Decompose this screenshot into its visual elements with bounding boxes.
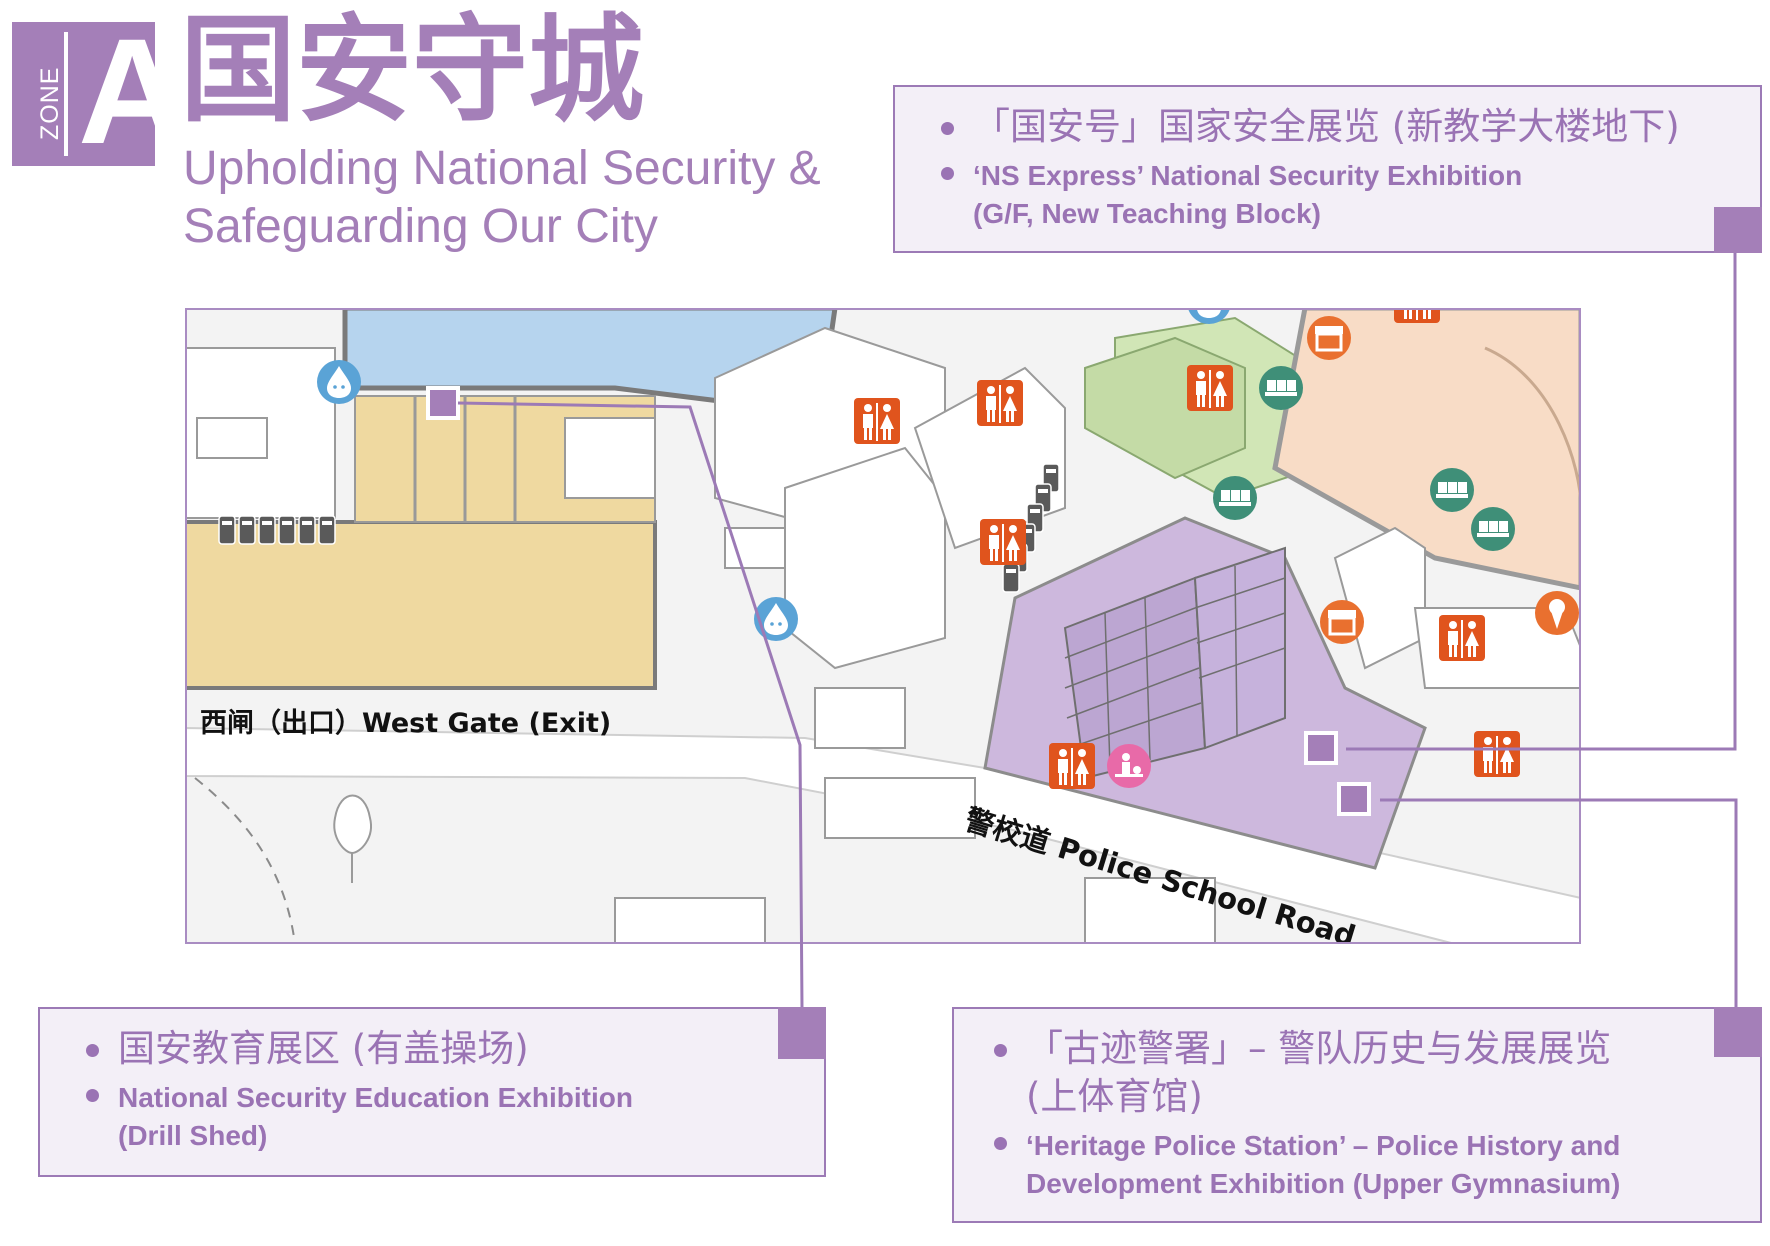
callout-heritage-zh-line1: 「古迹警署」– 警队历史与发展展览 (1026, 1027, 1612, 1070)
zone-title-en-line2: Safeguarding Our City (183, 200, 658, 253)
callout-ns-express-zh: 「国安号」国家安全展览 (新教学大楼地下) (937, 103, 1740, 151)
zone-word: ZONE (36, 66, 64, 140)
callout-drill-shed-en-line2: (Drill Shed) (118, 1120, 268, 1151)
marker-heritage (1337, 782, 1371, 816)
zone-title-en-line1: Upholding National Security & (183, 142, 821, 195)
zone-map-border (185, 308, 1581, 944)
callout-drill-shed-en-line1: National Security Education Exhibition (118, 1082, 633, 1113)
baby-care-icon (1107, 744, 1151, 788)
callout-drill-shed-zh: 国安教育展区 (有盖操场) (82, 1025, 804, 1073)
callout-ns-express-en-line1: ‘NS Express’ National Security Exhibitio… (973, 160, 1523, 191)
callout-drill-shed[interactable]: 国安教育展区 (有盖操场) National Security Educatio… (38, 1007, 826, 1177)
callout-tab (1714, 207, 1762, 253)
zone-letter: A (78, 7, 187, 175)
zone-map: 西闸（出口）West Gate (Exit) 警校道 Police School… (185, 308, 1581, 944)
callout-heritage[interactable]: 「古迹警署」– 警队历史与发展展览 (上体育馆) ‘Heritage Polic… (952, 1007, 1762, 1223)
zone-separator (64, 32, 68, 156)
callout-ns-express[interactable]: 「国安号」国家安全展览 (新教学大楼地下) ‘NS Express’ Natio… (893, 85, 1762, 253)
marker-ns-express (1304, 731, 1338, 765)
callout-heritage-zh: 「古迹警署」– 警队历史与发展展览 (上体育馆) (990, 1025, 1740, 1121)
callout-drill-shed-en: National Security Education Exhibition (… (82, 1079, 804, 1155)
callout-ns-express-en: ‘NS Express’ National Security Exhibitio… (937, 157, 1740, 233)
callout-heritage-en-line2: Development Exhibition (Upper Gymnasium) (1026, 1168, 1621, 1199)
callout-tab (778, 1007, 826, 1059)
zone-title-en: Upholding National Security & Safeguardi… (183, 140, 903, 256)
zone-badge: ZONE A (12, 16, 186, 166)
callout-heritage-en-line1: ‘Heritage Police Station’ – Police Histo… (1026, 1130, 1621, 1161)
callout-heritage-zh-line2: (上体育馆) (1026, 1075, 1203, 1118)
zone-title-zh: 国安守城 (180, 3, 644, 138)
callout-ns-express-en-line2: (G/F, New Teaching Block) (973, 198, 1321, 229)
callout-heritage-en: ‘Heritage Police Station’ – Police Histo… (990, 1127, 1740, 1203)
callout-tab (1714, 1007, 1762, 1057)
